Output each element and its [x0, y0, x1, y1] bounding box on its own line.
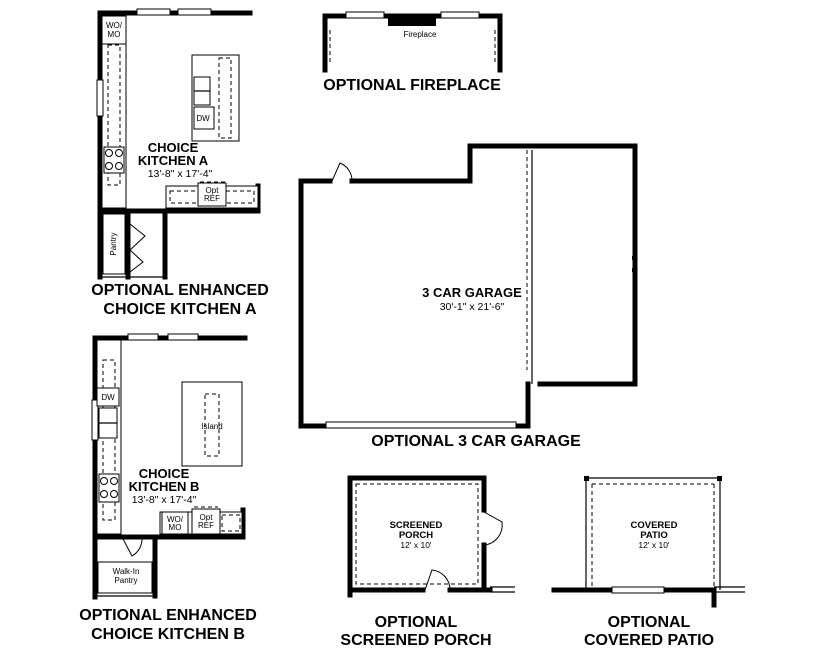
screened-porch-dimensions: 12' x 10'	[400, 540, 432, 550]
wo-mo-label: WO/	[106, 21, 123, 30]
pantry-door	[121, 536, 143, 557]
kitchen-b-room-label: CHOICE	[139, 466, 190, 481]
opt-ref-label: REF	[198, 521, 214, 530]
opt-ref-label: REF	[204, 194, 220, 203]
wall-oven-microwave	[161, 511, 189, 535]
window	[91, 399, 99, 441]
pantry-label: Pantry	[109, 232, 118, 255]
garage-room-label: 3 CAR GARAGE	[422, 285, 522, 300]
pantry-shelving	[97, 561, 153, 594]
dishwasher	[193, 106, 215, 130]
garage-plan: 3 CAR GARAGE 30'-1" x 21'-6" OPTIONAL 3 …	[298, 143, 638, 450]
dw-label: DW	[101, 393, 115, 402]
dishwasher	[96, 387, 120, 407]
garage-dimensions: 30'-1" x 21'-6"	[440, 301, 505, 313]
fireplace-hearth	[388, 16, 436, 26]
fireplace-plan: Fireplace OPTIONAL FIREPLACE	[322, 11, 503, 94]
island-label: Island	[201, 422, 222, 431]
pantry-shelving	[102, 213, 126, 275]
kitchen-a-title: OPTIONAL ENHANCED	[91, 282, 269, 299]
kitchen-a-room-label: KITCHEN A	[138, 153, 209, 168]
screened-porch-title: OPTIONAL	[375, 614, 458, 631]
fireplace-title: OPTIONAL FIREPLACE	[323, 77, 501, 94]
window	[96, 79, 104, 117]
window	[177, 8, 212, 16]
covered-patio-title: COVERED PATIO	[584, 632, 714, 649]
pantry-label: Pantry	[114, 576, 137, 585]
covered-patio-dimensions: 12' x 10'	[638, 540, 670, 550]
pantry-door	[129, 223, 146, 251]
kitchen-b-plan: DW Island WO/ MO Opt REF Walk-In Pantry …	[79, 333, 257, 643]
kitchen-b-dimensions: 13'-8" x 17'-4"	[132, 494, 197, 506]
kitchen-a-plan: WO/ MO DW Opt REF Pantry CHOICE KITCHEN …	[91, 8, 269, 318]
covered-patio-title: OPTIONAL	[608, 614, 691, 631]
screened-porch-room-label: PORCH	[399, 530, 433, 541]
opt-ref-label: Opt	[200, 513, 214, 522]
garage-title: OPTIONAL 3 CAR GARAGE	[371, 433, 581, 450]
wo-mo-label: MO	[108, 30, 121, 39]
patio-door	[611, 586, 665, 594]
kitchen-b-island	[181, 381, 243, 467]
optional-refrigerator	[191, 508, 221, 535]
wall-oven-microwave	[101, 15, 127, 45]
pantry-label: Walk-In	[113, 567, 140, 576]
screened-porch-plan: SCREENED PORCH 12' x 10' OPTIONAL SCREEN…	[340, 475, 515, 649]
porch-front-door	[424, 569, 451, 591]
kitchen-a-room-label: CHOICE	[148, 140, 199, 155]
wo-mo-label: WO/	[167, 515, 184, 524]
window	[345, 11, 385, 19]
screened-porch-title: SCREENED PORCH	[340, 632, 491, 649]
kitchen-a-title: CHOICE KITCHEN A	[103, 301, 257, 318]
covered-patio-plan: COVERED PATIO 12' x 10' OPTIONAL COVERED…	[551, 476, 745, 649]
covered-patio-room-label: COVERED	[631, 520, 678, 531]
window	[136, 8, 171, 16]
dw-label: DW	[196, 114, 210, 123]
garage-entry-door	[331, 162, 353, 182]
kitchen-a-dimensions: 13'-8" x 17'-4"	[148, 168, 213, 180]
window	[127, 333, 159, 341]
window	[440, 11, 480, 19]
screened-porch-room-label: SCREENED	[390, 520, 443, 531]
porch-side-door	[483, 511, 503, 546]
kitchen-a-perimeter-counter	[101, 15, 127, 209]
wo-mo-label: MO	[169, 523, 182, 532]
garage-door	[325, 421, 517, 429]
kitchen-b-title: CHOICE KITCHEN B	[91, 626, 245, 643]
opt-ref-label: Opt	[206, 186, 220, 195]
covered-patio-room-label: PATIO	[640, 530, 668, 541]
fireplace-label: Fireplace	[404, 30, 437, 39]
window	[167, 333, 199, 341]
kitchen-b-room-label: KITCHEN B	[129, 479, 200, 494]
kitchen-b-title: OPTIONAL ENHANCED	[79, 607, 257, 624]
optional-refrigerator	[197, 182, 227, 207]
